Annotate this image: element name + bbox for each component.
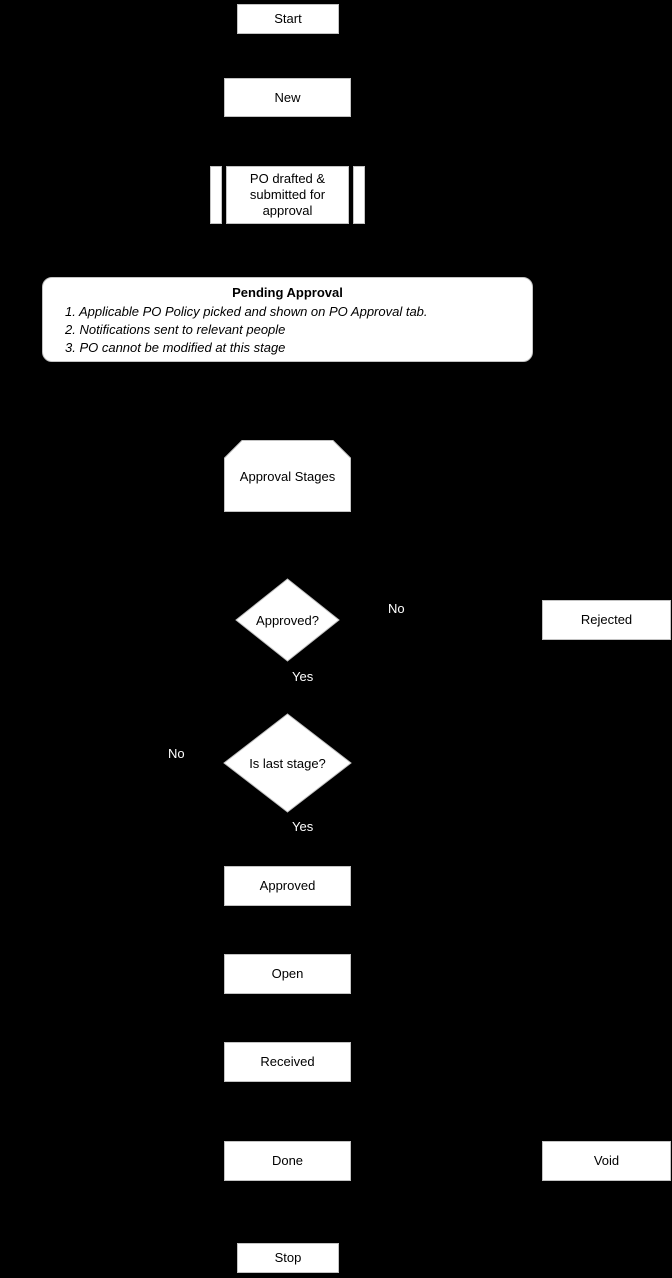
node-received-label: Received [260,1054,315,1070]
node-po-drafted: PO drafted & submitted for approval [210,166,365,224]
node-po-drafted-label: PO drafted & submitted for approval [249,170,326,219]
decision-approved-label: Approved? [256,612,319,628]
predefined-process-right-bar [353,166,365,224]
node-stop: Stop [237,1243,339,1273]
node-new: New [224,78,351,117]
edge-label-no-rejected: No [386,600,407,618]
node-rejected-label: Rejected [580,612,633,628]
pending-approval-item: 3. PO cannot be modified at this stage [65,340,286,355]
node-approved: Approved [224,866,351,906]
pending-approval-item: 1. Applicable PO Policy picked and shown… [65,304,428,319]
pending-approval-title: Pending Approval [232,285,343,300]
node-approval-stages: Approval Stages [224,440,351,512]
node-approval-stages-label: Approval Stages [239,468,336,484]
node-open-label: Open [271,966,304,982]
predefined-process-left-bar [210,166,222,224]
edge-label-yes-last-stage: Yes [290,818,316,836]
decision-approved: Approved? [235,578,340,662]
node-done-label: Done [271,1153,304,1169]
node-approved-label: Approved [259,878,316,894]
diamond-shape [223,713,352,813]
node-start: Start [237,4,339,34]
node-stop-label: Stop [274,1250,302,1266]
diamond-shape [235,578,340,662]
node-void: Void [542,1141,671,1181]
node-void-label: Void [593,1153,620,1169]
node-open: Open [224,954,351,994]
decision-is-last-stage: Is last stage? [223,713,352,813]
node-done: Done [224,1141,351,1181]
node-rejected: Rejected [542,600,671,640]
node-pending-approval: Pending Approval 1. Applicable PO Policy… [42,277,533,362]
node-received: Received [224,1042,351,1082]
decision-is-last-stage-label: Is last stage? [249,755,326,771]
node-start-label: Start [274,11,302,27]
node-new-label: New [274,89,301,105]
loop-limit-shape [224,440,351,512]
node-po-drafted-body: PO drafted & submitted for approval [226,166,349,224]
edge-label-no-not-last-stage: No [166,745,187,763]
pending-approval-item: 2. Notifications sent to relevant people [65,322,286,337]
edge-label-yes-approved: Yes [290,668,316,686]
